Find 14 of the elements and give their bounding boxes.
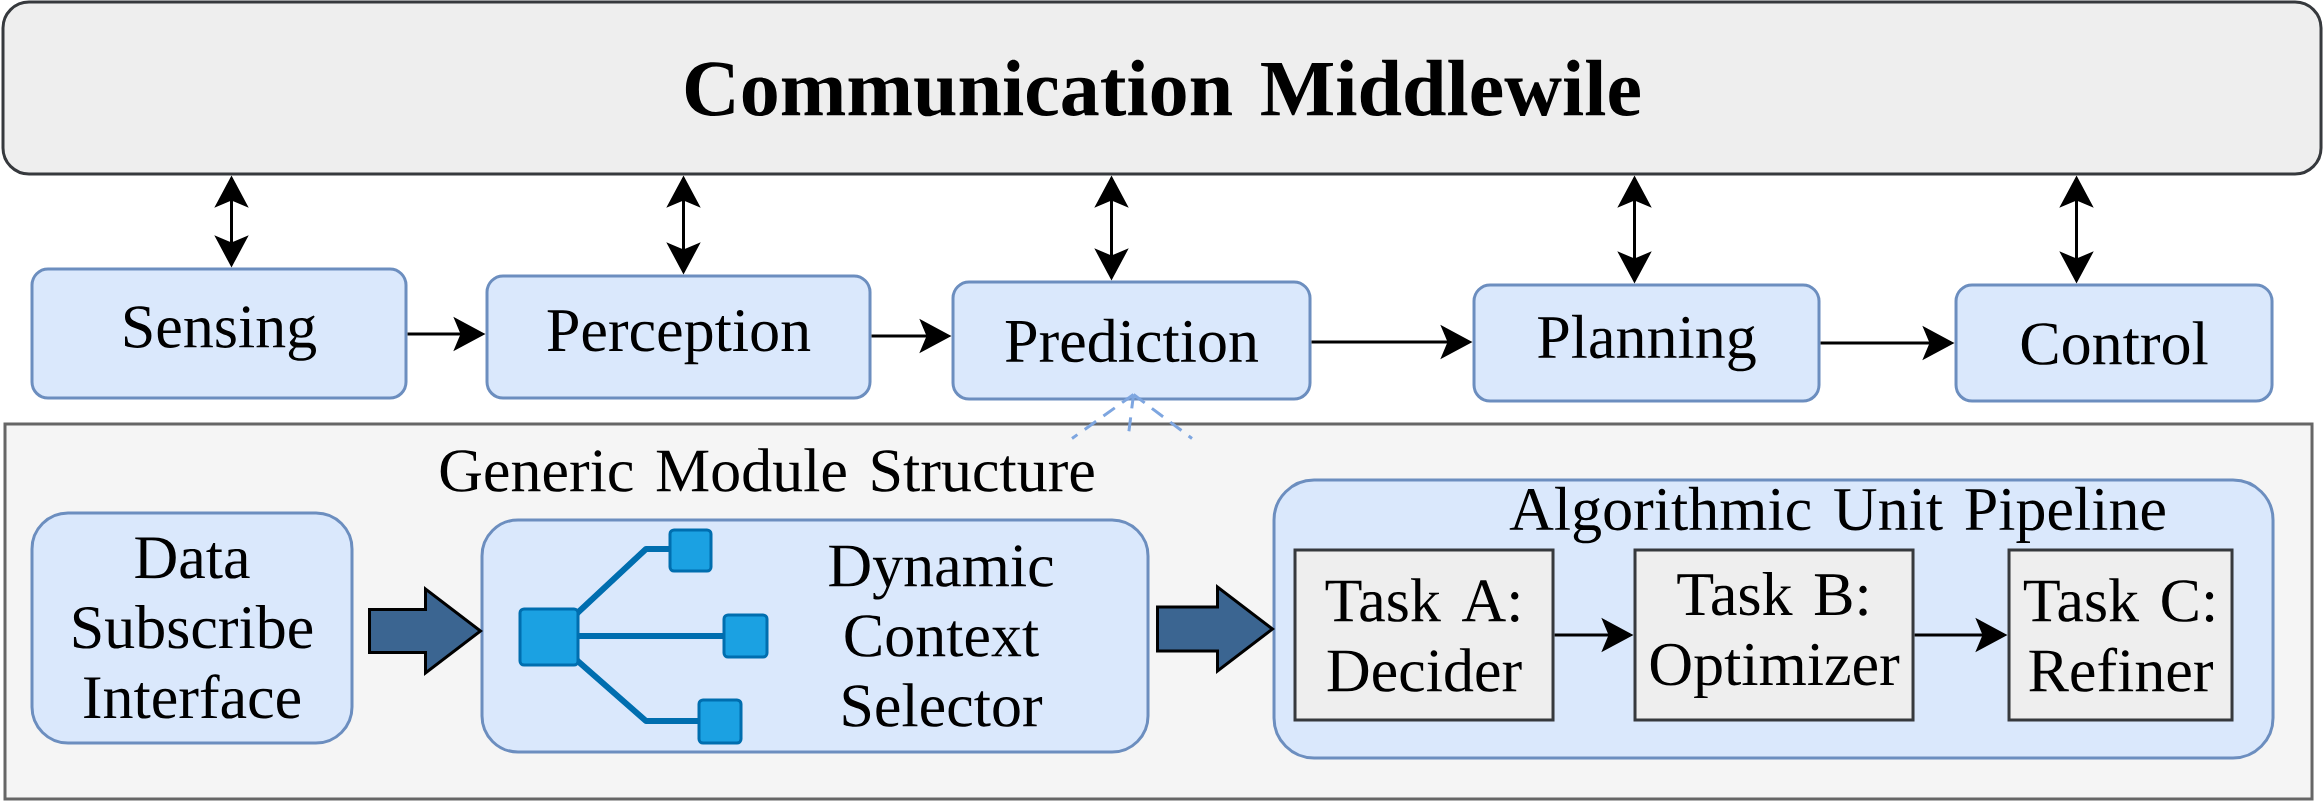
module-box: Planning — [1472, 283, 1821, 403]
process-box: Data Subscribe Interface — [30, 511, 354, 745]
module-box: Prediction — [951, 280, 1312, 401]
dashed-lines — [1070, 393, 1194, 440]
task-box: Task C: Refiner — [2007, 548, 2234, 722]
block-arrow — [1156, 583, 1275, 675]
task-box: Task A: Decider — [1293, 548, 1555, 722]
task-box: Task B: Optimizer — [1633, 548, 1915, 722]
module-box: Control — [1954, 283, 2274, 403]
header-bar: Communication Middlewile — [1, 0, 2323, 176]
module-box: Sensing — [30, 267, 408, 400]
module-box: Perception — [485, 274, 872, 400]
process-box: Dynamic Context Selector — [480, 518, 1150, 754]
block-arrow — [368, 585, 483, 677]
